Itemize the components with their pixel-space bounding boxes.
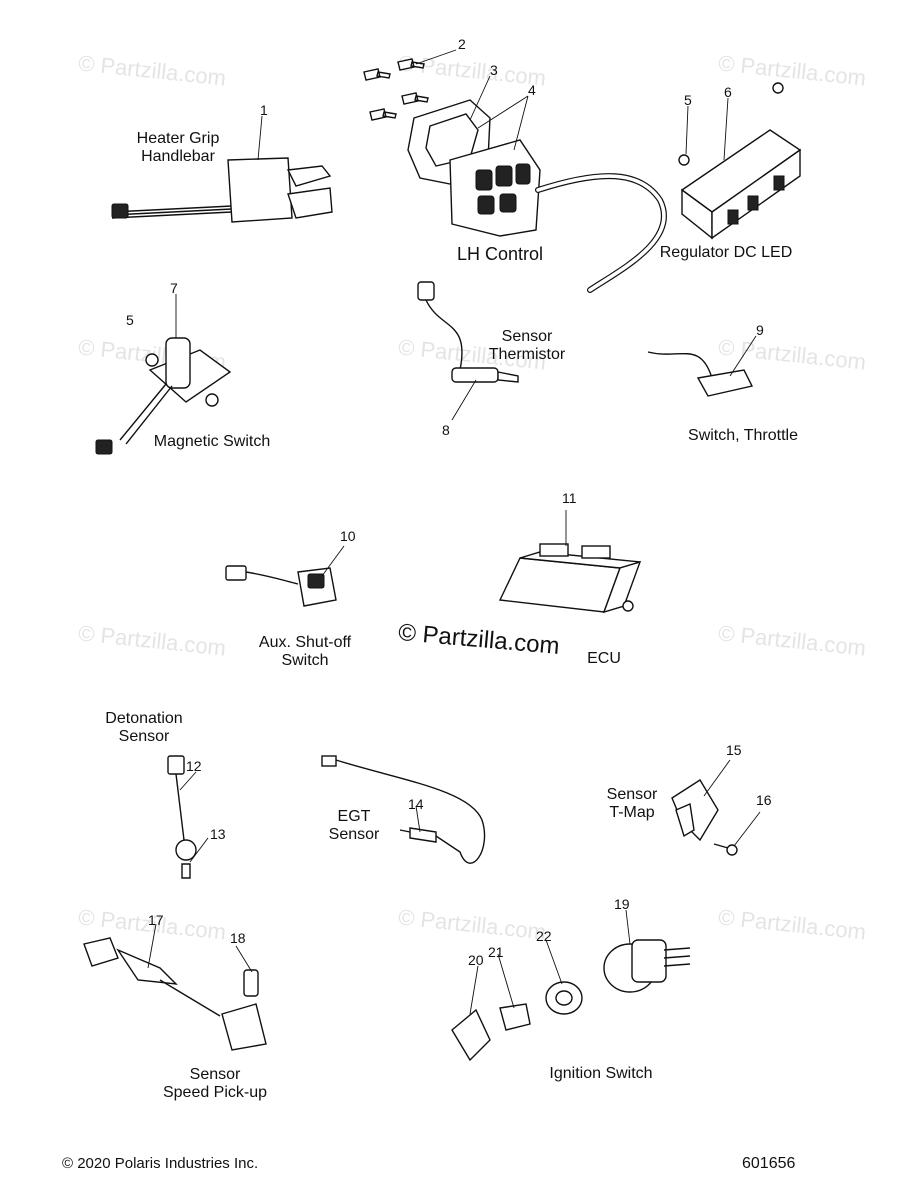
thermistor-part: [417, 281, 519, 421]
callout: 19: [614, 896, 630, 912]
label-lh-control: LH Control: [456, 244, 544, 264]
label-magnetic-switch: Magnetic Switch: [153, 433, 271, 450]
magnetic-switch-part: [95, 294, 232, 455]
lh-control-part: [407, 75, 667, 293]
label-detonation-sensor: Detonation Sensor: [105, 710, 183, 745]
callout: 11: [562, 490, 577, 506]
callout: 16: [756, 792, 772, 808]
callout: 22: [536, 928, 552, 944]
regulator-part: [678, 82, 802, 240]
callout: 4: [528, 82, 536, 98]
callout: 6: [724, 84, 732, 100]
callout: 5: [126, 312, 134, 328]
callout: 1: [260, 102, 268, 118]
callout: 14: [408, 796, 424, 812]
copyright-text: © 2020 Polaris Industries Inc.: [62, 1155, 259, 1172]
label-egt-sensor: EGT Sensor: [328, 808, 380, 843]
ignition-switch-part: [451, 909, 691, 1062]
heater-grip-part: [111, 115, 333, 223]
callout: 10: [340, 528, 356, 544]
callout: 15: [726, 742, 742, 758]
label-sensor-thermistor: Sensor Thermistor: [488, 328, 566, 363]
label-ecu: ECU: [587, 650, 621, 667]
detonation-sensor-part: [167, 755, 209, 879]
speed-sensor-part: [83, 923, 267, 1051]
screws-part: [363, 49, 457, 121]
callout: 2: [458, 36, 466, 52]
label-switch-throttle: Switch, Throttle: [688, 427, 798, 444]
callout: 5: [684, 92, 692, 108]
diagram-number: 601656: [742, 1155, 796, 1172]
callout: 13: [210, 826, 226, 842]
callout: 17: [148, 912, 164, 928]
tmap-sensor-part: [671, 759, 761, 856]
callout: 9: [756, 322, 764, 338]
callout: 3: [490, 62, 498, 78]
callout: 18: [230, 930, 246, 946]
callout: 20: [468, 952, 484, 968]
throttle-switch-part: [647, 335, 757, 397]
egt-sensor-part: [321, 755, 486, 864]
label-aux-shutoff: Aux. Shut-off Switch: [258, 634, 352, 669]
callout: 21: [488, 944, 504, 960]
ecu-part: [498, 510, 642, 614]
label-ignition-switch: Ignition Switch: [549, 1065, 653, 1082]
aux-shutoff-part: [225, 545, 345, 607]
callout: 7: [170, 280, 178, 296]
label-sensor-tmap: Sensor T-Map: [606, 786, 658, 821]
label-sensor-speed: Sensor Speed Pick-up: [162, 1066, 268, 1101]
label-regulator: Regulator DC LED: [659, 244, 793, 261]
callout: 12: [186, 758, 202, 774]
label-heater-grip: Heater Grip Handlebar: [136, 130, 220, 165]
callout: 8: [442, 422, 450, 438]
